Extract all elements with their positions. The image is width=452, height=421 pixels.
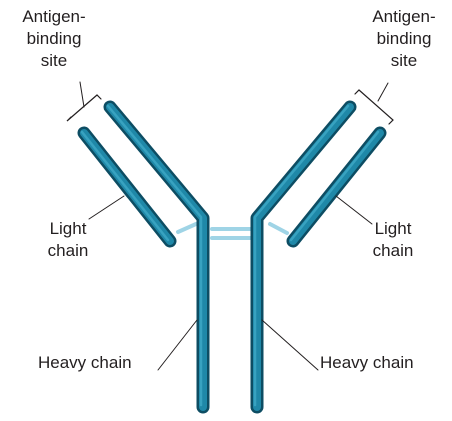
label-line: Light (38, 218, 98, 240)
bond-left-light-heavy (178, 224, 196, 232)
antigen-binding-site-label-right: Antigen- binding site (354, 6, 452, 72)
leader-light-left (89, 196, 124, 219)
label-line: chain (38, 240, 98, 262)
bracket-left (67, 95, 101, 121)
heavy-chain-label-left: Heavy chain (38, 352, 132, 374)
leader-heavy-left (158, 320, 197, 370)
light-chain-label-left: Light chain (38, 218, 98, 262)
leader-antigen-left (80, 82, 84, 107)
label-line: Antigen- (4, 6, 104, 28)
leader-heavy-right (262, 320, 318, 370)
antigen-binding-site-label-left: Antigen- binding site (4, 6, 104, 72)
heavy-chain-label-right: Heavy chain (320, 352, 414, 374)
light-chain-label-right: Light chain (360, 218, 426, 262)
bond-right-light-heavy (270, 224, 287, 233)
label-line: chain (360, 240, 426, 262)
leader-antigen-right (378, 83, 388, 101)
label-line: binding (354, 28, 452, 50)
label-line: site (354, 50, 452, 72)
bracket-right (355, 90, 393, 124)
label-line: Light (360, 218, 426, 240)
label-line: Antigen- (354, 6, 452, 28)
label-line: binding (4, 28, 104, 50)
label-line: site (4, 50, 104, 72)
disulfide-bonds (178, 224, 287, 238)
